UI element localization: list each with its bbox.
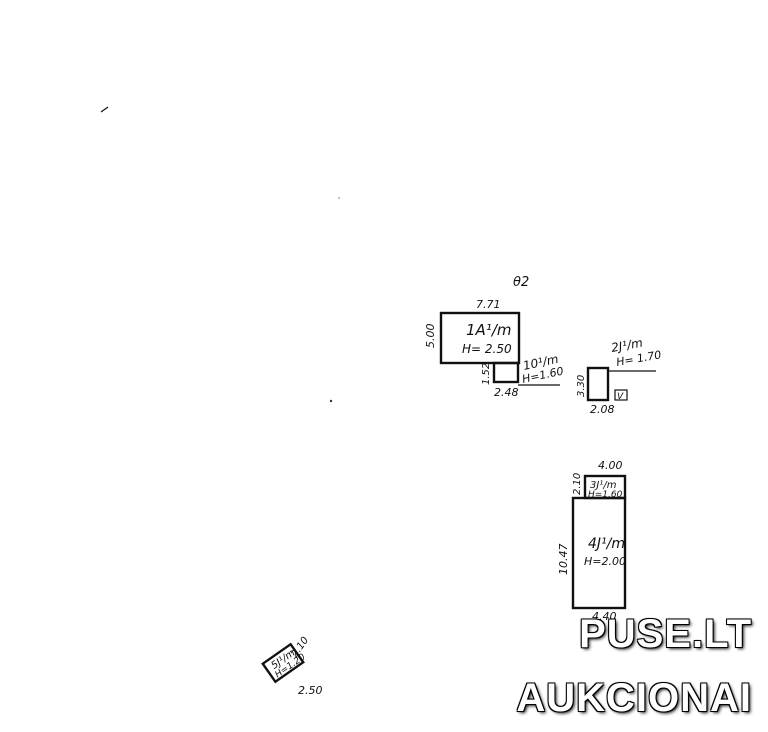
building-2-label: 2J¹/m (610, 336, 644, 355)
building-3: 3J¹/m H=1.60 4.00 2.10 (572, 459, 627, 500)
building-2-mark: V (617, 392, 624, 402)
building-1-height: H= 2.50 (462, 342, 512, 356)
watermark-line-1: PUSE.LT (579, 612, 752, 656)
building-4-dim-side: 10.47 (557, 544, 570, 576)
stray-mark (100, 106, 109, 113)
watermark-line-2: AUKCIONAI (516, 676, 752, 720)
building-1-annex-outline (492, 361, 520, 384)
building-1: 1A¹/m H= 2.50 7.71 5.00 (424, 298, 521, 365)
building-4-label: 4J¹/m (588, 536, 625, 552)
building-3-dim-top: 4.00 (598, 459, 623, 472)
building-2-outline (586, 366, 610, 402)
building-2-dim-bottom: 2.08 (590, 403, 615, 416)
building-4: 4J¹/m H=2.00 10.47 4.40 (557, 496, 627, 623)
building-1-dim-top: 7.71 (476, 298, 501, 311)
building-1-outline (439, 311, 521, 365)
building-5-outline (261, 642, 305, 684)
building-2-dim-side: 3.30 (576, 375, 587, 397)
building-3-label: 3J¹/m (590, 480, 617, 491)
building-1-dim-side: 5.00 (424, 324, 437, 349)
stray-dot (338, 197, 340, 199)
building-3-height: H=1.60 (588, 490, 623, 500)
building-4-height: H=2.00 (584, 555, 626, 568)
north-mark: θ2 (513, 275, 529, 290)
building-4-dim-bottom: 4.40 (592, 610, 617, 623)
building-1-annex-dim-bottom: 2.48 (494, 386, 519, 399)
building-2-mark-box (614, 389, 628, 401)
stray-dot (329, 399, 333, 403)
building-3-dim-side: 2.10 (572, 473, 583, 495)
building-1-annex: 10¹/m H=1.60 1.52 2.48 (481, 352, 565, 399)
building-4-outline (571, 496, 627, 610)
building-1-label: 1A¹/m (466, 321, 511, 339)
building-5-dim-side: 2.10 (289, 635, 311, 660)
building-5-dim-bottom: 2.50 (298, 684, 323, 697)
building-2: V 2J¹/m H= 1.70 3.30 2.08 (576, 336, 662, 416)
building-1-annex-dim-side: 1.52 (481, 363, 492, 385)
